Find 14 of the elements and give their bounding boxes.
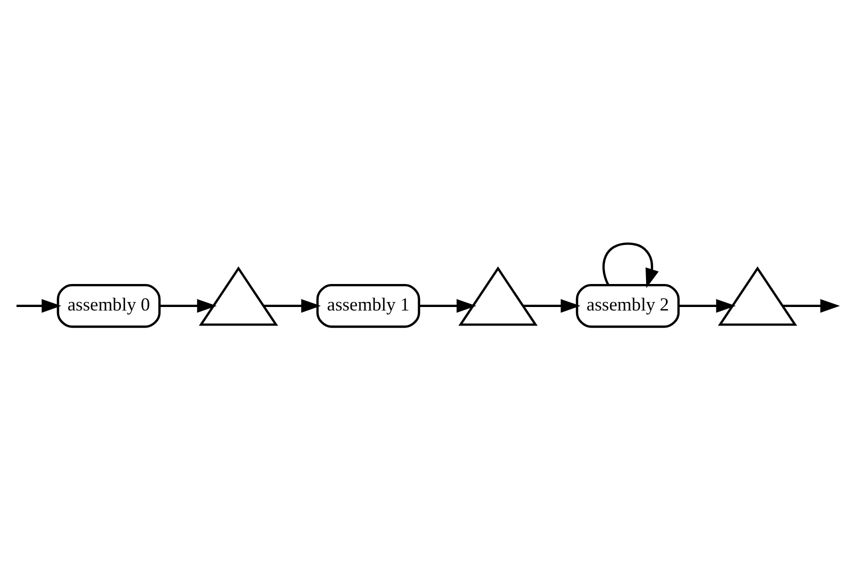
node-triangle (718, 266, 798, 326)
node-triangle (458, 266, 538, 326)
node-box: assembly 2 (576, 283, 680, 328)
arrow (160, 298, 217, 312)
arrow (16, 298, 62, 312)
arrow (264, 298, 321, 312)
node-triangle (198, 266, 278, 326)
node-box: assembly 0 (56, 283, 161, 328)
node-box: assembly 1 (316, 283, 420, 328)
arrow (419, 298, 476, 312)
arrow (602, 242, 659, 288)
arrow (678, 298, 736, 312)
arrow (523, 298, 580, 312)
arrow (782, 298, 840, 312)
